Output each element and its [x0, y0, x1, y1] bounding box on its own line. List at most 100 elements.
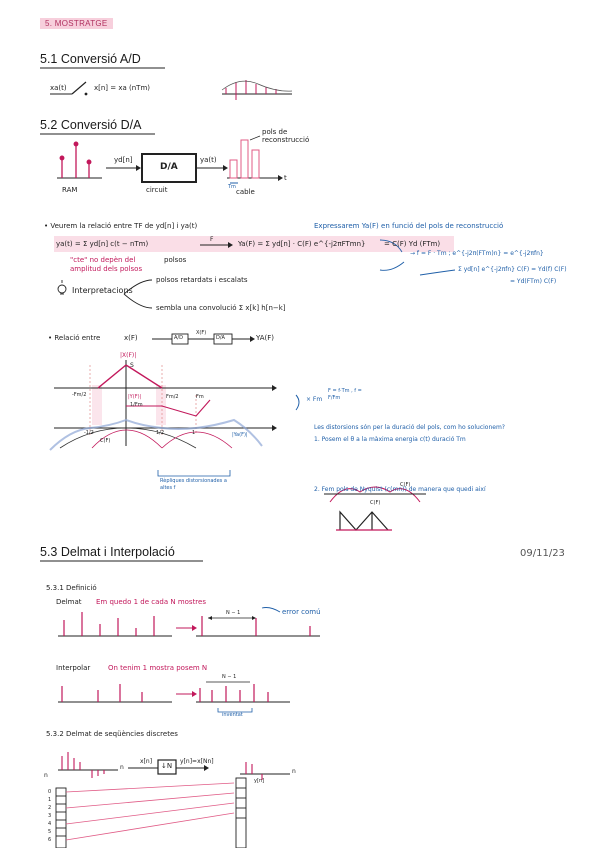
idx-3: 3: [48, 813, 52, 819]
cable-label: cable: [236, 188, 255, 196]
array-left: [55, 787, 67, 848]
da-input: yd[n]: [114, 156, 133, 164]
da-box-label: D/A: [160, 162, 178, 172]
aliasing-note: Rèpliques distorsionades a altes f: [160, 478, 227, 491]
delmat-stems: [58, 612, 172, 637]
note-polsos: polsos: [164, 256, 187, 264]
ad-switch: [71, 81, 87, 95]
sum-note: Σ yd[n] e^{-j2πfn} C(F) = Yd(f) C(F): [458, 266, 567, 273]
distortion-sketch-1: [324, 486, 426, 503]
spectrum-s: S: [130, 362, 134, 369]
distortion-sketch-2: [336, 510, 392, 531]
rel-yaf: YA(F): [256, 334, 275, 342]
spectrum-peak: |X(F)|: [120, 352, 137, 359]
pulse-label: pols de reconstrucció: [262, 128, 310, 144]
eq-right: = C(F) Yd (FTm): [384, 240, 441, 248]
array-right: [235, 777, 247, 848]
interp-stems: [58, 684, 172, 703]
lightbulb-icon: [57, 280, 67, 295]
eq-mid: Ya(F) = Σ yd[n] · C(F) e^{-j2πFTmn}: [238, 240, 366, 248]
ycf-label: |Ya(F)|: [232, 432, 248, 438]
spectrum-lfm: 1/Fm: [130, 402, 143, 408]
section-title-53: 5.3 Delmat i Interpolació: [40, 545, 175, 559]
idx-6: 6: [48, 837, 52, 843]
note-cte: "cte" no depèn del: [70, 256, 136, 264]
sum-note-2: = Yd(FTm) C(F): [510, 278, 557, 285]
sub-531: 5.3.1 Definició: [46, 584, 97, 592]
tm-label: Tm: [228, 184, 236, 190]
tick-top-0: -Fm/2: [72, 392, 87, 398]
interp-1: polsos retardats i escalats: [156, 276, 248, 284]
da-output: ya(t): [200, 156, 217, 164]
rel-da: D/A: [216, 335, 225, 341]
seq-out-n: n: [292, 768, 296, 775]
delmat-label: Delmat: [56, 598, 82, 606]
tick-bot-0: -1/2: [84, 430, 94, 436]
interp-result: [196, 681, 290, 713]
section-title-51: 5.1 Conversió A/D: [40, 52, 141, 66]
eq-arrow-label: F: [210, 236, 214, 243]
dist-cf-2: C(F): [370, 500, 381, 506]
dist-answer-1: 1. Posem el θ a la màxima energia c(t) d…: [314, 436, 466, 443]
spectrum-plot: [49, 360, 300, 477]
intro-line: • Veurem la relació entre TF de yd[n] i …: [44, 222, 198, 230]
da-box: [141, 153, 197, 183]
seq-n-label: n: [44, 772, 48, 779]
error-note: error comú: [282, 608, 321, 616]
invented-note: inventat: [222, 712, 243, 718]
rel-ad: A/D: [174, 335, 183, 341]
tick-top-2: Fm: [196, 394, 204, 400]
t-axis-label: t: [284, 174, 287, 182]
circuit-label: circuit: [146, 186, 168, 194]
seq-down: ↓N: [161, 762, 173, 770]
reconstruction-pulses: [227, 135, 283, 184]
interp-label: Interpolar: [56, 664, 91, 672]
interp-2: sembla una convolució Σ x[k] h[n−k]: [156, 304, 286, 312]
interp-title: Interpretacions: [72, 286, 133, 295]
f-note: F = f·Tm , f = F/Fm: [328, 388, 362, 401]
dist-cf-1: C(F): [400, 482, 411, 488]
spectrum-yaf: |Y(F)|: [128, 394, 142, 400]
idx-2: 2: [48, 805, 52, 811]
formula-highlight: [54, 236, 454, 252]
interp-n-minus: N − 1: [222, 674, 237, 680]
seq-n-axis: n: [120, 764, 124, 771]
express-line: Expressarem Ya(F) en funció del pols de …: [314, 222, 504, 230]
rel-label: • Relació entre: [48, 334, 101, 342]
idx-1: 1: [48, 797, 52, 803]
ram-stems: [57, 141, 102, 179]
rel-x: x(F): [124, 334, 138, 342]
date: 09/11/23: [520, 548, 565, 559]
ram-label: RAM: [62, 186, 78, 194]
tick-top-1: Fm/2: [166, 394, 179, 400]
interp-text: On tenim 1 mostra posem N: [108, 664, 208, 672]
xa-label: xa(t): [50, 84, 67, 92]
seq-out-yn: y[n]: [254, 778, 265, 784]
delmat-n-minus: N − 1: [226, 610, 241, 616]
seq-stems: [58, 752, 118, 778]
eq-left: ya(t) = Σ yd[n] c(t − nTm): [56, 240, 149, 248]
idx-5: 5: [48, 829, 52, 835]
seq-out-stems: [240, 762, 290, 780]
idx-4: 4: [48, 821, 52, 827]
section-title-52: 5.2 Conversió D/A: [40, 118, 142, 132]
tick-bot-1: 1/2: [156, 430, 165, 436]
sampled-signal-51: [221, 80, 293, 100]
dist-answer-2: 2. Fem pols de Nyquist (c(mn)) de manera…: [314, 486, 486, 493]
dist-question: Les distorsions són per la duració del p…: [314, 424, 505, 431]
note-amp: amplitud dels polsos: [70, 265, 143, 273]
rel-xf: X(F): [196, 330, 207, 336]
tick-bot-2: 1: [192, 430, 196, 436]
f-definition: → f = F · Tm ; e^{-j2π(FTm)n} = e^{-j2πf…: [410, 250, 544, 257]
idx-0: 0: [48, 789, 52, 795]
downsample-box: [157, 759, 177, 775]
sub-532: 5.3.2 Delmat de seqüències discretes: [46, 730, 178, 738]
delmat-result: [196, 616, 320, 637]
ad-formula: x[n] = xa (nTm): [94, 84, 151, 92]
seq-yn: y[n]=x[Nn]: [180, 758, 214, 765]
cf-label: C(F): [100, 438, 111, 444]
seq-xn: x[n]: [140, 758, 153, 765]
delmat-text: Em quedo 1 de cada N mostres: [96, 598, 206, 606]
fm-note: × Fm: [306, 396, 323, 403]
